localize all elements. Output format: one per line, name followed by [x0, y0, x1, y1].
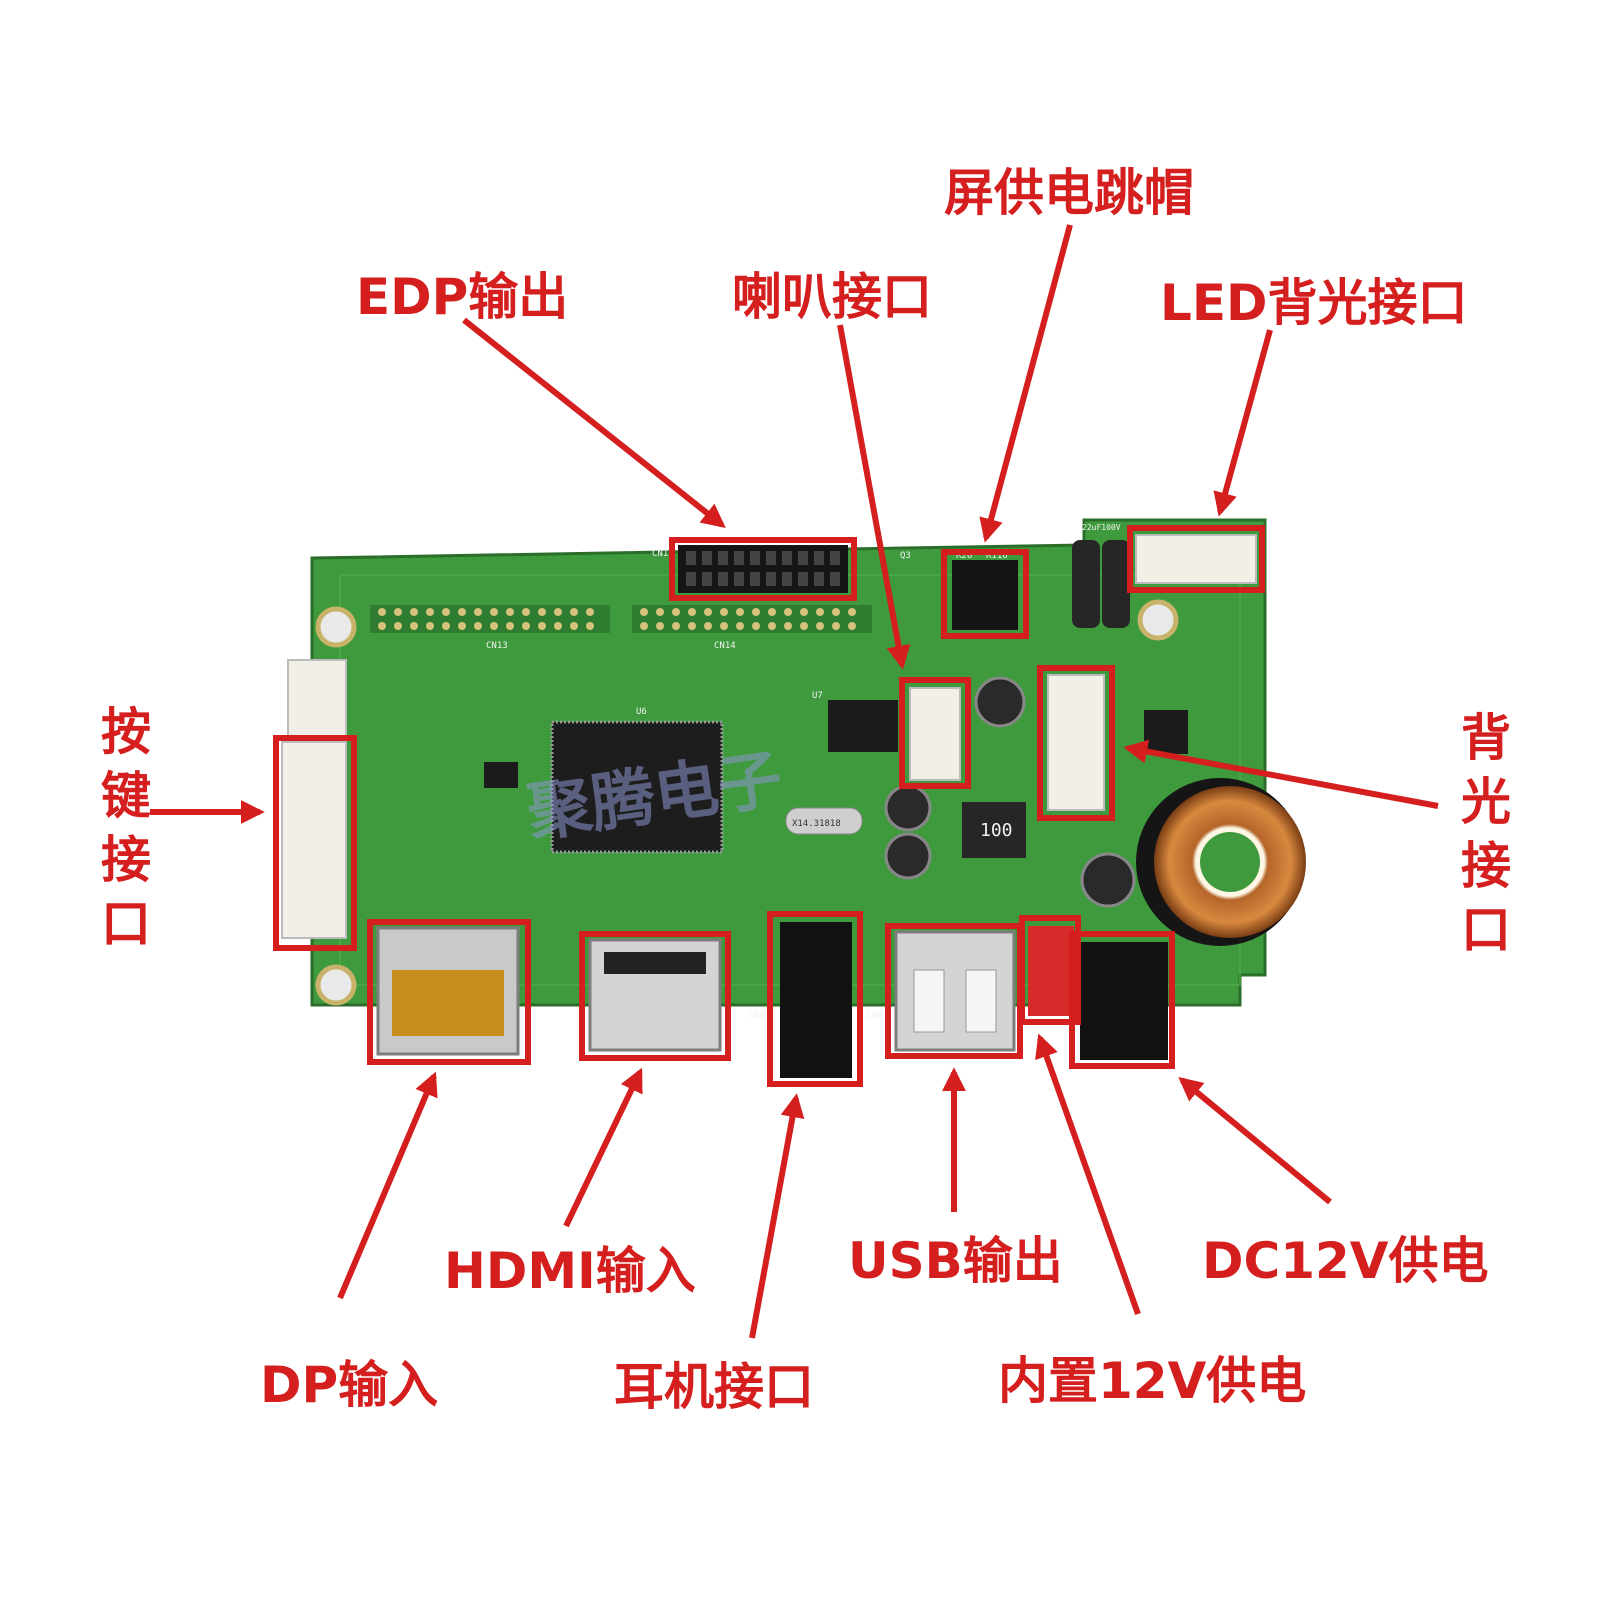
- box-headphone: [767, 911, 863, 1087]
- ic-chip: [1144, 710, 1188, 754]
- silk-cn9: CN9: [866, 1011, 882, 1021]
- label-dp-input: DP输入: [260, 1356, 439, 1414]
- edp-connector: [678, 545, 848, 593]
- arrow-backlight: [1123, 739, 1439, 809]
- label-backlight-port: 背光接口: [1461, 709, 1511, 959]
- screen-power-jumper: [952, 560, 1018, 630]
- speaker-connector: [909, 687, 961, 781]
- arrow-headphone: [749, 1093, 805, 1339]
- label-speaker-port: 喇叭接口: [732, 268, 932, 326]
- arrow-internal-12v: [1035, 1033, 1141, 1316]
- silk-q3: Q3: [900, 551, 911, 561]
- label-button-port: 按键接口: [101, 703, 151, 953]
- box-internal-12v: [1019, 915, 1081, 1025]
- silk-cap-rating: 22uF100V: [1082, 523, 1121, 532]
- box-dp-input: [367, 919, 531, 1065]
- arrow-edp-output: [462, 317, 726, 528]
- pin-header-cn13: [370, 605, 610, 633]
- silk-cn8: CN8: [748, 1011, 764, 1021]
- ic-chip: [484, 762, 518, 788]
- silk-u7: U7: [812, 691, 823, 701]
- annotation-arrows: [150, 224, 1439, 1339]
- u7-chip: [828, 700, 898, 752]
- box-edp-output: [669, 537, 857, 601]
- box-backlight: [1037, 665, 1115, 821]
- silk-cn14: CN14: [714, 641, 736, 651]
- usb-port: [894, 930, 1016, 1052]
- pin-header-cn14: [632, 605, 872, 633]
- mounting-hole: [315, 599, 1179, 1006]
- box-dc12v: [1069, 931, 1175, 1069]
- crystal-oscillator: [785, 807, 863, 835]
- box-screen-power-jumper: [941, 549, 1029, 639]
- arrow-hdmi-input: [563, 1067, 643, 1228]
- dp-port: [376, 926, 520, 1056]
- headphone-jack: [780, 922, 852, 1078]
- box-led-backlight: [1127, 525, 1265, 593]
- toroid-coil: [1136, 778, 1306, 946]
- inductor-100: [962, 802, 1026, 858]
- arrow-dc12v: [1178, 1076, 1332, 1205]
- box-speaker: [899, 677, 971, 789]
- left-white-connector: [287, 659, 347, 739]
- arrow-dp-input: [337, 1071, 438, 1300]
- silk-cn13: CN13: [486, 641, 508, 651]
- backlight-connector: [1047, 674, 1105, 811]
- label-usb-output: USB输出: [848, 1232, 1063, 1290]
- label-internal-12v-power: 内置12V供电: [998, 1352, 1307, 1410]
- label-hdmi-input: HDMI输入: [444, 1242, 696, 1300]
- label-edp-output: EDP输出: [356, 268, 569, 326]
- label-screen-power-jumper: 屏供电跳帽: [944, 164, 1194, 222]
- label-headphone-port: 耳机接口: [614, 1358, 814, 1416]
- label-dc12v-power: DC12V供电: [1202, 1232, 1489, 1290]
- pcb-board: CN1 CN13 CN14 U6 U7 Q3 R26 R116 X14.3181…: [281, 518, 1306, 1078]
- silk-r26: R26: [956, 551, 972, 561]
- arrow-screen-power-jumper: [979, 224, 1073, 543]
- label-led-backlight-port: LED背光接口: [1160, 274, 1468, 332]
- silk-r116: R116: [986, 551, 1008, 561]
- electrolytic-capacitor: [884, 540, 1136, 908]
- arrow-led-backlight: [1213, 329, 1273, 517]
- hdmi-port: [588, 938, 722, 1052]
- dc-jack: [1080, 942, 1168, 1060]
- silk-crystal: X14.31818: [792, 819, 841, 829]
- box-hdmi-input: [579, 931, 731, 1061]
- silk-cn1: CN1: [652, 549, 668, 559]
- box-button-port: [273, 735, 357, 951]
- button-connector: [281, 741, 347, 939]
- led-backlight-connector: [1135, 534, 1257, 584]
- silk-inductor: 100: [980, 820, 1013, 841]
- annotation-boxes: [273, 525, 1265, 1087]
- internal-12v-connector: [1028, 926, 1074, 1016]
- main-chip: [550, 720, 724, 854]
- arrow-speaker: [837, 324, 911, 670]
- silk-u6: U6: [636, 707, 647, 717]
